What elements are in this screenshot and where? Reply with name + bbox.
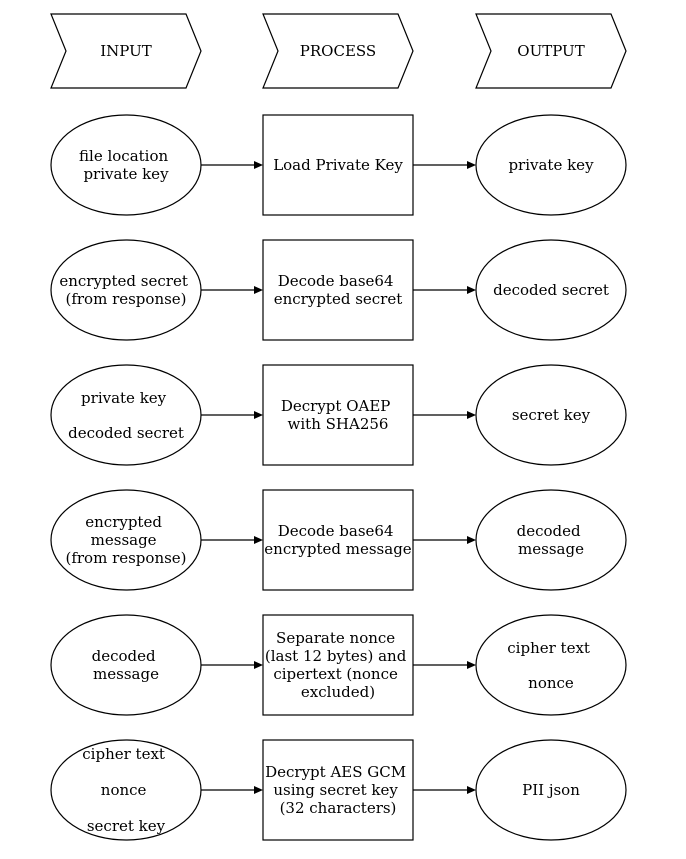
arrow-head (254, 161, 263, 169)
flow-row: encrypted message (from response) Decode… (50, 489, 627, 591)
output-text: cipher text nonce (507, 639, 594, 692)
process-text: Decrypt AES GCM using secret key (32 cha… (265, 763, 411, 817)
process-node (262, 614, 414, 716)
header-input-label: INPUT (100, 42, 152, 60)
process-node (262, 489, 414, 591)
process-node (262, 739, 414, 841)
process-text: Decrypt OAEP with SHA256 (281, 397, 395, 433)
input-node (50, 364, 202, 466)
arrow-head (467, 161, 476, 169)
output-text: secret key (512, 406, 591, 424)
output-node (475, 489, 627, 591)
arrow-head (254, 661, 263, 669)
flow-row: encrypted secret (from response) Decode … (50, 239, 627, 341)
flow-row: decoded message Separate nonce (last 12 … (50, 614, 627, 716)
output-node (475, 739, 627, 841)
flow-row: private key decoded secret Decrypt OAEP … (50, 364, 627, 466)
arrow-head (467, 661, 476, 669)
output-text: PII json (522, 781, 580, 799)
flow-row: file location private key Load Private K… (50, 114, 627, 216)
output-node (475, 114, 627, 216)
output-text: decoded secret (493, 281, 609, 299)
input-text: encrypted secret (from response) (59, 272, 192, 308)
header-input: INPUT (50, 13, 202, 89)
arrow-head (254, 286, 263, 294)
flow-row: cipher text nonce secret key Decrypt AES… (50, 739, 627, 841)
process-text: Decode base64 encrypted secret (274, 272, 403, 308)
input-text: encrypted message (from response) (65, 513, 186, 567)
header-process-label: PROCESS (300, 42, 376, 60)
arrow-head (254, 536, 263, 544)
process-node (262, 114, 414, 216)
arrow-head (467, 536, 476, 544)
output-node (475, 614, 627, 716)
arrow-head (467, 286, 476, 294)
process-node (262, 239, 414, 341)
arrow-head (254, 786, 263, 794)
arrow-head (254, 411, 263, 419)
output-text: decoded message (517, 522, 586, 558)
process-node (262, 364, 414, 466)
output-node (475, 364, 627, 466)
output-node (475, 239, 627, 341)
arrow-head (467, 786, 476, 794)
process-text: Load Private Key (273, 156, 403, 174)
header-output-label: OUTPUT (517, 42, 584, 60)
input-text: file location private key (79, 147, 173, 183)
input-text: private key decoded secret (68, 389, 184, 442)
input-text: cipher text nonce secret key (82, 745, 169, 835)
arrow-head (467, 411, 476, 419)
input-text: decoded message (92, 647, 161, 683)
header-process: PROCESS (262, 13, 414, 89)
output-text: private key (508, 156, 594, 174)
header-output: OUTPUT (475, 13, 627, 89)
process-text: Separate nonce (last 12 bytes) and ciper… (265, 629, 411, 701)
process-text: Decode base64 encrypted message (264, 522, 412, 558)
